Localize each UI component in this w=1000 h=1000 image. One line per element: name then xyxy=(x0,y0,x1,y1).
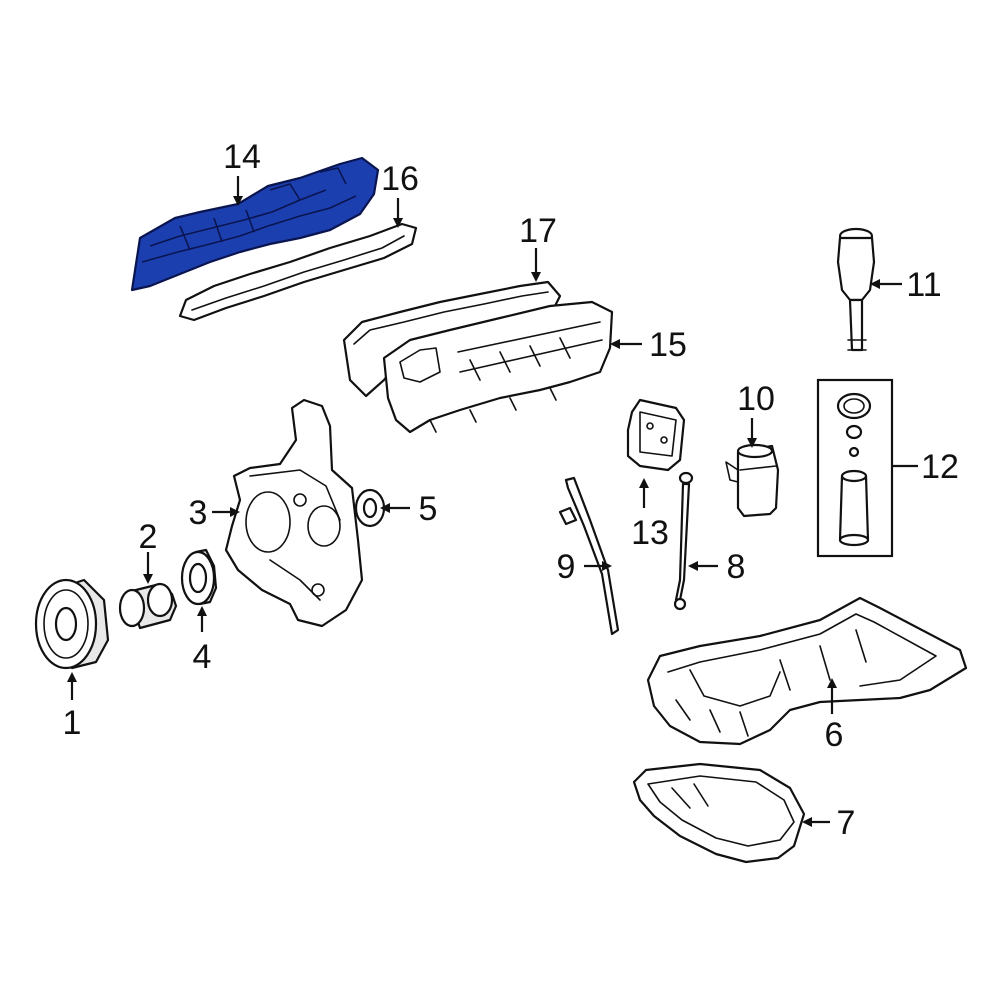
callout-15[interactable]: 15 xyxy=(649,326,687,364)
callout-lines xyxy=(67,176,918,827)
part-3-timing-cover[interactable] xyxy=(224,398,364,628)
callout-7[interactable]: 7 xyxy=(837,804,856,842)
part-15-valve-cover[interactable] xyxy=(382,300,614,434)
callout-5[interactable]: 5 xyxy=(419,490,438,528)
part-8-dipstick[interactable] xyxy=(673,471,694,611)
part-6-oil-pan-upper[interactable] xyxy=(646,596,968,746)
callout-16[interactable]: 16 xyxy=(381,160,419,198)
part-11-oil-filler-cap[interactable] xyxy=(836,227,876,352)
callout-labels: 1 2 3 4 5 6 7 8 9 10 11 12 13 14 15 16 1… xyxy=(63,138,959,842)
part-4-crank-seal[interactable] xyxy=(180,548,218,606)
callout-1[interactable]: 1 xyxy=(63,704,82,742)
callout-4[interactable]: 4 xyxy=(193,638,212,676)
callout-3[interactable]: 3 xyxy=(189,494,208,532)
callout-10[interactable]: 10 xyxy=(737,380,775,418)
part-16-cover-gasket[interactable] xyxy=(178,222,418,322)
part-7-oil-pan-lower[interactable] xyxy=(632,762,806,864)
part-14-engine-cover[interactable] xyxy=(130,156,380,292)
part-2-gear[interactable] xyxy=(118,582,178,630)
callout-8[interactable]: 8 xyxy=(727,548,746,586)
callout-9[interactable]: 9 xyxy=(557,548,576,586)
part-5-seal[interactable] xyxy=(354,488,386,528)
callout-6[interactable]: 6 xyxy=(825,716,844,754)
callout-12[interactable]: 12 xyxy=(921,448,959,486)
callout-2[interactable]: 2 xyxy=(139,518,158,556)
part-9-dipstick-tube[interactable] xyxy=(558,476,620,636)
part-10-oil-filter[interactable] xyxy=(725,443,780,518)
part-13-oil-filter-housing[interactable] xyxy=(626,398,686,472)
callout-17[interactable]: 17 xyxy=(519,212,557,250)
callout-13[interactable]: 13 xyxy=(631,514,669,552)
part-1-pulley[interactable] xyxy=(34,578,110,670)
callout-14[interactable]: 14 xyxy=(223,138,261,176)
part-12-filter-kit[interactable] xyxy=(816,378,894,558)
callout-11[interactable]: 11 xyxy=(906,266,941,304)
